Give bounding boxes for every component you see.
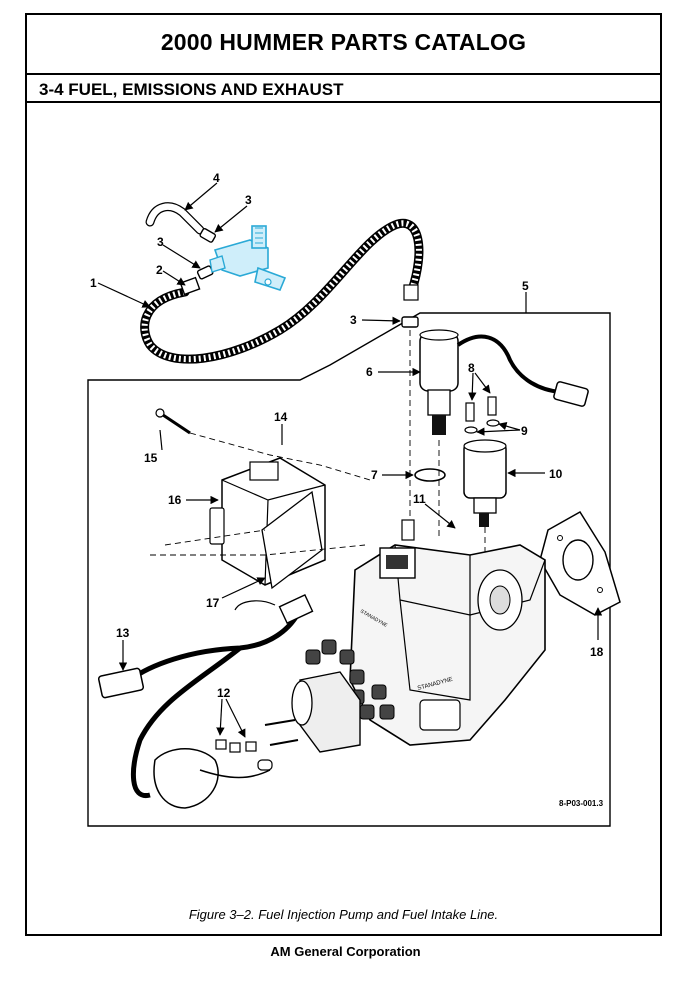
tee-fitting-highlighted — [209, 225, 287, 291]
callout-7: 7 — [371, 468, 378, 482]
terminal-nuts — [215, 739, 273, 771]
mounting-screws — [465, 396, 497, 422]
wiring-harness — [97, 593, 314, 798]
fuel-injection-pump: STANADYNE STANADYNE — [349, 519, 546, 746]
callout-6: 6 — [366, 365, 373, 379]
shutoff-solenoid — [419, 329, 459, 435]
fuel-temp-sensor — [463, 439, 507, 527]
hose-clamp — [199, 228, 217, 243]
injector-outlets — [305, 639, 395, 720]
hose-clamp — [401, 316, 419, 328]
figure-caption: Figure 3–2. Fuel Injection Pump and Fuel… — [188, 907, 499, 922]
fuel-bulb — [153, 748, 219, 809]
title-rule — [27, 73, 660, 75]
section-rule — [27, 101, 660, 103]
callout-16: 16 — [168, 493, 182, 507]
callout-1: 1 — [90, 276, 97, 290]
module-gasket — [261, 490, 323, 590]
wire-connector — [553, 381, 589, 407]
gasket — [539, 510, 621, 616]
lock-washers — [464, 419, 500, 434]
callout-15: 15 — [144, 451, 158, 465]
section-heading: 3-4 FUEL, EMISSIONS AND EXHAUST — [39, 80, 344, 99]
page-frame: 2000 HUMMER PARTS CATALOG 3-4 FUEL, EMIS… — [25, 13, 662, 936]
callout-3-clamp-lower: 3 — [157, 235, 164, 249]
advance-solenoid — [264, 671, 361, 753]
page-title: 2000 HUMMER PARTS CATALOG — [160, 29, 527, 55]
callout-9: 9 — [521, 424, 528, 438]
detail-boundary — [87, 312, 611, 827]
o-ring — [414, 468, 446, 482]
callout-11: 11 — [413, 492, 426, 506]
callout-3-clamp-right: 3 — [350, 313, 357, 327]
callout-2: 2 — [156, 263, 163, 277]
callout-3-clamp-upper: 3 — [245, 193, 252, 207]
figure-id: 8-P03-001.3 — [559, 799, 604, 808]
hose-segment — [145, 202, 205, 235]
callout-10: 10 — [549, 467, 563, 481]
callout-leaders — [97, 182, 603, 738]
short-hose — [179, 276, 201, 296]
callout-17: 17 — [206, 596, 220, 610]
callout-13: 13 — [116, 626, 130, 640]
callout-8: 8 — [468, 361, 475, 375]
callout-5: 5 — [522, 279, 529, 293]
page-footer: AM General Corporation — [270, 944, 421, 959]
callout-labels: 1 2 3 3 3 4 5 6 7 8 9 10 11 12 13 14 15 … — [90, 171, 604, 700]
callout-12: 12 — [217, 686, 231, 700]
callout-18: 18 — [590, 645, 604, 659]
cover-screw — [155, 408, 191, 435]
callout-14: 14 — [274, 410, 288, 424]
callout-4: 4 — [213, 171, 220, 185]
corrugated-fuel-hose — [140, 218, 424, 364]
